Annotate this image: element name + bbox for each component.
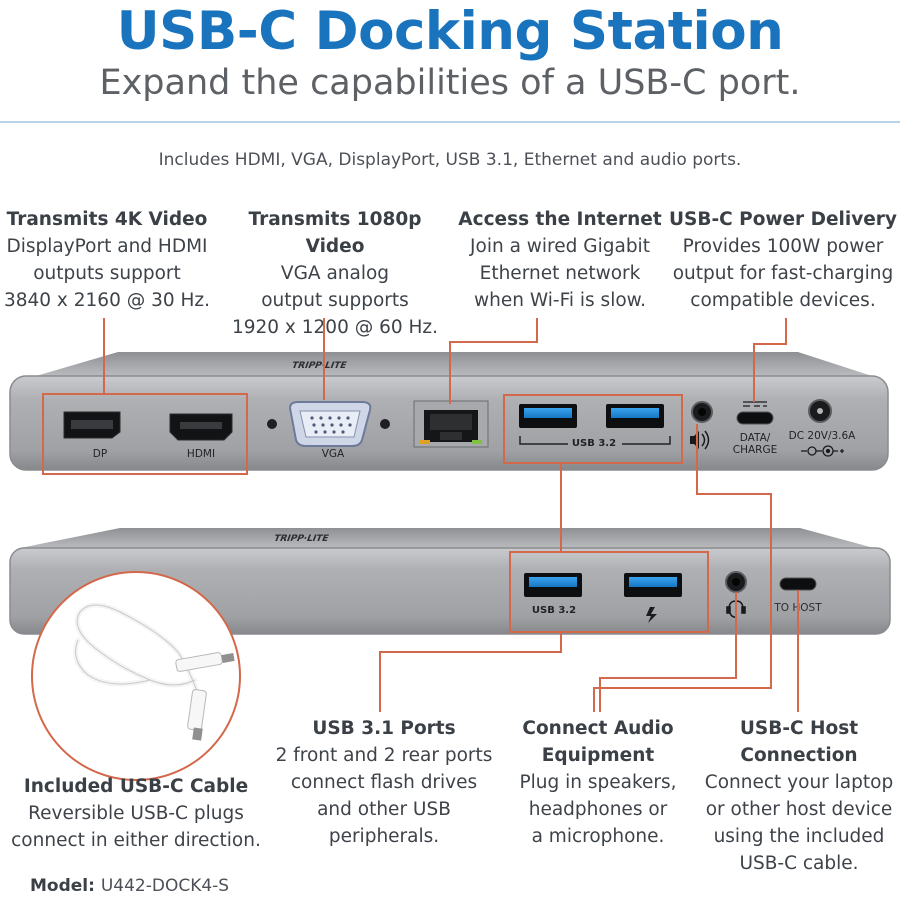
feature-line: USB-C cable. [739,853,859,874]
usb-front-label: USB 3.2 [531,605,577,616]
brand-logo: TRIPP·LITE [272,533,330,544]
feature-host-connection: USB-C Host Connection Connect your lapto… [698,715,900,877]
feature-line: when Wi-Fi is slow. [474,290,646,311]
dc-power-jack [808,399,832,423]
data-charge-label: DATA/ CHARGE [720,432,790,456]
feature-line: peripherals. [328,826,440,847]
feature-heading: Included USB-C Cable [23,776,249,797]
feature-line: Provides 100W power [682,236,884,257]
feature-heading: USB 3.1 Ports [312,718,456,739]
hdmi-port [169,413,233,441]
vga-label: VGA [321,448,345,460]
label-line: DATA/ [739,432,771,444]
feature-line: output for fast-charging [672,263,894,284]
feature-heading: Connect Audio [522,718,674,739]
feature-line: Ethernet network [479,263,641,284]
feature-usb-ports: USB 3.1 Ports 2 front and 2 rear ports c… [270,715,498,850]
feature-heading: USB-C Host [739,718,859,739]
usb-c-cable-image [31,571,241,781]
vga-port [288,401,372,447]
feature-heading: Transmits 1080p Video [248,209,422,257]
screw-icon [267,419,277,429]
feature-line: outputs support [33,263,181,284]
model-number: Model: U442-DOCK4-S [30,876,229,896]
feature-power-delivery: USB-C Power Delivery Provides 100W power… [666,206,900,314]
dp-label: DP [92,448,108,460]
divider [0,121,900,123]
usb-rear-label: USB 3.2 [571,438,617,449]
feature-line: using the included [713,826,885,847]
rear-dock-top [36,352,872,376]
feature-heading: Equipment [541,745,655,766]
usb-c-port [736,401,774,425]
displayport-port [63,411,121,439]
usb-a-port [606,404,664,428]
dc-label: DC 20V/3.6A [788,430,856,442]
feature-included-cable: Included USB-C Cable Reversible USB-C pl… [0,773,272,854]
feature-internet: Access the Internet Join a wired Gigabit… [458,206,662,314]
feature-line: a microphone. [531,826,665,847]
polarity-icon [801,445,844,457]
includes-text: Includes HDMI, VGA, DisplayPort, USB 3.1… [158,150,742,170]
feature-line: compatible devices. [690,290,876,311]
screw-icon [380,419,390,429]
feature-line: 1920 x 1200 @ 60 Hz. [231,317,439,338]
model-value: U442-DOCK4-S [100,876,230,896]
feature-line: or other host device [705,799,893,820]
feature-line: headphones or [528,799,668,820]
feature-line: Join a wired Gigabit [470,236,650,257]
feature-line: 2 front and 2 rear ports [275,745,493,766]
feature-line: and other USB [317,799,451,820]
front-dock-top [20,528,874,548]
feature-heading: USB-C Power Delivery [669,209,897,230]
feature-heading: Access the Internet [458,209,662,230]
feature-line: Plug in speakers, [519,772,677,793]
feature-audio: Connect Audio Equipment Plug in speakers… [500,715,696,850]
usb-c-host-port [779,577,817,591]
feature-line: 3840 x 2160 @ 30 Hz. [3,290,211,311]
usb-a-port [624,573,682,597]
feature-line: connect flash drives [290,772,478,793]
feature-line: VGA analog [280,263,390,284]
feature-1080p-video: Transmits 1080p Video VGA analog output … [218,206,452,341]
usb-a-port [519,404,577,428]
page-title: USB-C Docking Station [116,1,784,62]
feature-line: connect in either direction. [11,830,261,851]
feature-line: Reversible USB-C plugs [28,803,244,824]
feature-line: Connect your laptop [704,772,894,793]
hdmi-label: HDMI [186,448,216,460]
feature-line: output supports [261,290,409,311]
ethernet-port [413,400,489,448]
label-line: CHARGE [732,444,778,456]
feature-4k-video: Transmits 4K Video DisplayPort and HDMI … [2,206,212,314]
brand-logo: TRIPP·LITE [290,360,348,371]
usb-a-port [524,573,582,597]
to-host-label: TO HOST [774,602,822,614]
feature-line: DisplayPort and HDMI [6,236,208,257]
feature-heading: Transmits 4K Video [6,209,208,230]
feature-heading: Connection [740,745,858,766]
model-label: Model: [30,876,95,896]
page-subtitle: Expand the capabilities of a USB-C port. [99,63,801,103]
